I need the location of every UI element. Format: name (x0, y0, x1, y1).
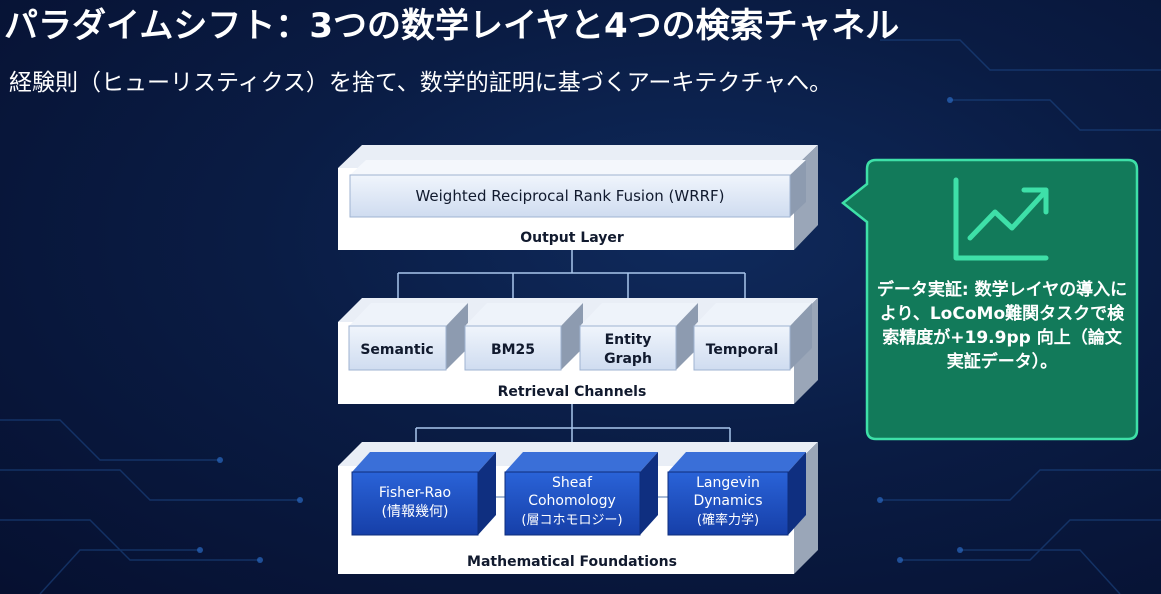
channel-label-semantic: Semantic (360, 342, 433, 358)
channel-label-bm25: BM25 (491, 342, 535, 358)
sheaf-line1: Sheaf (552, 475, 593, 491)
callout-text: データ実証: 数学レイヤの導入により、LoCoMo難関タスクで検索精度が+19.… (876, 280, 1128, 372)
page-title: パラダイムシフト：3つの数学レイヤと4つの検索チャネル (4, 6, 900, 46)
math-layer: Fisher-Rao (情報幾何) Sheaf Cohomology (層コホモ… (338, 442, 818, 574)
channel-label-graph: Graph (604, 351, 652, 367)
fisher-rao-line2: (情報幾何) (382, 504, 449, 520)
fisher-rao-line1: Fisher-Rao (379, 485, 451, 501)
langevin-line3: (確率力学) (697, 512, 759, 528)
channel-temporal: Temporal (693, 303, 812, 371)
channel-label-temporal: Temporal (706, 342, 779, 358)
math-layer-label: Mathematical Foundations (467, 554, 677, 570)
math-box-sheaf: Sheaf Cohomology (層コホモロジー) (504, 452, 658, 536)
output-layer-label: Output Layer (520, 230, 624, 246)
trend-up-icon (953, 177, 1049, 261)
wrrf-box-label: Weighted Reciprocal Rank Fusion (WRRF) (415, 187, 724, 205)
data-callout (840, 158, 1139, 441)
langevin-line1: Langevin (696, 475, 760, 491)
page-subtitle: 経験則（ヒューリスティクス）を捨て、数学的証明に基づくアーキテクチャへ。 (9, 70, 833, 96)
channel-semantic: Semantic (348, 303, 468, 371)
sheaf-line3: (層コホモロジー) (521, 513, 622, 528)
retrieval-layer-label: Retrieval Channels (498, 384, 647, 400)
retrieval-layer: Semantic BM25 Entity Graph Temporal Retr… (338, 298, 818, 404)
connector-lines-top (397, 250, 746, 300)
channel-label-entity: Entity (605, 332, 652, 348)
langevin-line2: Dynamics (693, 493, 762, 509)
math-box-fisher-rao: Fisher-Rao (情報幾何) (351, 452, 496, 536)
channel-entity-graph: Entity Graph (579, 303, 698, 371)
output-layer: Weighted Reciprocal Rank Fusion (WRRF) O… (338, 145, 818, 250)
math-box-langevin: Langevin Dynamics (確率力学) (667, 452, 806, 536)
sheaf-line2: Cohomology (528, 493, 616, 509)
channel-bm25: BM25 (464, 303, 583, 371)
